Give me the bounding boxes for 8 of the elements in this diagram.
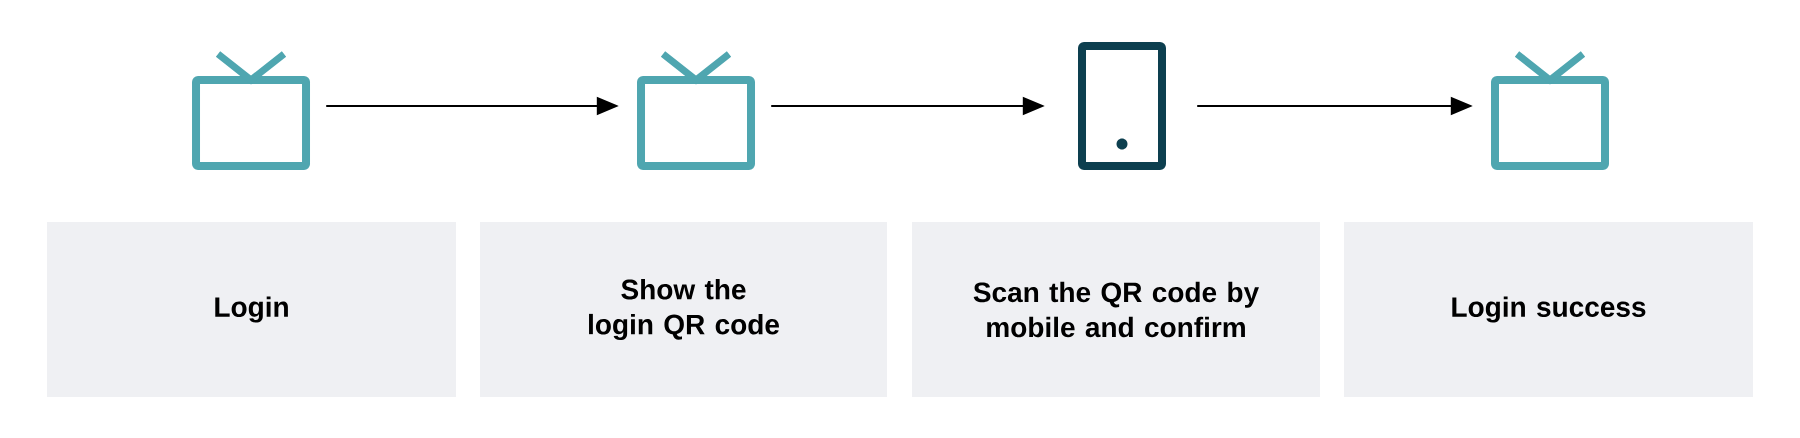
phone-icon: [1078, 42, 1166, 170]
tv-icon: [192, 51, 310, 170]
tv-icon: [1491, 51, 1609, 170]
step-box: Login: [47, 222, 456, 397]
step-box: Login success: [1344, 222, 1753, 397]
step-box: Show the login QR code: [480, 222, 887, 397]
tv-icon: [637, 51, 755, 170]
step-box: Scan the QR code by mobile and confirm: [912, 222, 1320, 397]
